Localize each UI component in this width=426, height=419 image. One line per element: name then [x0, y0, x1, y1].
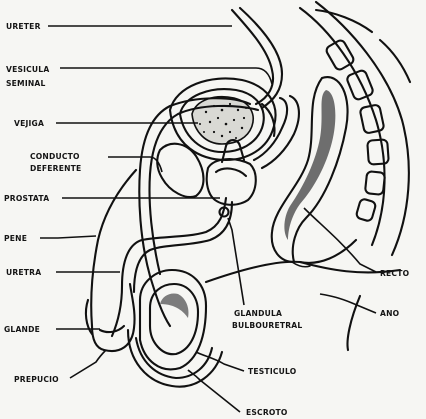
label-prepucio: PREPUCIO: [14, 375, 59, 384]
label-escroto: ESCROTO: [246, 408, 288, 417]
label-glandula-line1: GLANDULA: [234, 309, 282, 318]
label-ureter: URETER: [6, 22, 41, 31]
label-vesicula-line2: SEMINAL: [6, 79, 46, 88]
label-prostata: PROSTATA: [4, 194, 49, 203]
label-vejiga: VEJIGA: [14, 119, 44, 128]
urethra: [112, 198, 232, 336]
label-vesicula-line1: VESICULA: [6, 65, 49, 74]
label-uretra: URETRA: [6, 268, 41, 277]
leader-lines: [40, 26, 376, 412]
label-testiculo: TESTICULO: [248, 367, 297, 376]
pubic-bone: [157, 144, 203, 197]
ureter: [232, 8, 282, 108]
label-pene: PENE: [4, 234, 27, 243]
scrotum-testis: [128, 270, 222, 387]
label-conducto-line2: DEFERENTE: [30, 164, 81, 173]
label-glande: GLANDE: [4, 325, 40, 334]
label-recto: RECTO: [380, 269, 410, 278]
perineum-outline: [206, 240, 400, 350]
label-ano: ANO: [380, 309, 400, 318]
prostate: [207, 140, 256, 205]
sacrum-vertebrae: [300, 2, 410, 255]
penis: [86, 170, 136, 351]
label-conducto-line1: CONDUCTO: [30, 152, 80, 161]
label-glandula-line2: BULBOURETRAL: [232, 321, 302, 330]
